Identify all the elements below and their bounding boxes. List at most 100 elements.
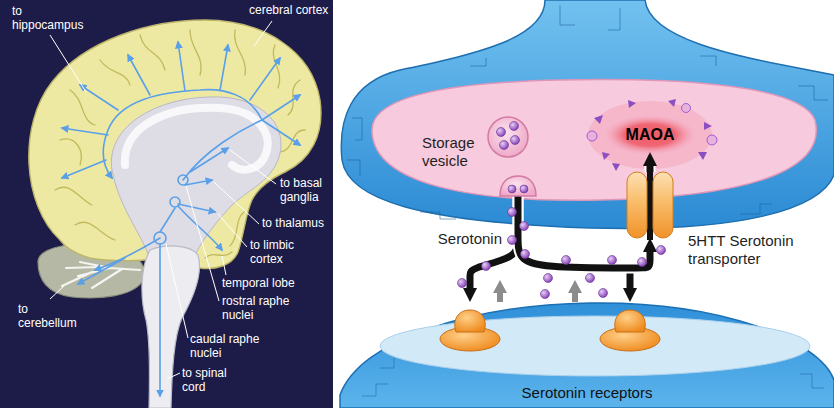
serotonin-projection — [185, 180, 212, 185]
serotonin-molecule — [508, 208, 517, 217]
cerebral-cortex — [29, 20, 321, 268]
medial-brain-region — [111, 97, 281, 258]
node-text: 5HTT Serotonin transporter — [688, 232, 806, 267]
raphe-nucleus — [154, 232, 166, 244]
cortex-gyri — [60, 139, 81, 165]
serotonin-molecule — [521, 250, 530, 259]
storage-vesicle — [488, 117, 528, 157]
postsynaptic-cell — [455, 310, 485, 332]
degraded-serotonin — [682, 104, 691, 113]
region-label: to cerebellum — [18, 302, 84, 330]
leader-line — [186, 186, 219, 301]
cortex-gyri — [190, 30, 201, 75]
serotonin-projection — [95, 238, 160, 270]
serotonin-molecule — [520, 222, 529, 231]
connector-halo — [645, 166, 656, 172]
storage-vesicle — [520, 185, 528, 193]
leader-line — [50, 35, 86, 92]
medial-brain-region — [111, 97, 281, 258]
region-label: to basal ganglia — [280, 176, 330, 204]
serotonin-projection — [220, 45, 228, 90]
serotonin-projection — [262, 95, 300, 120]
serotonin-projection — [80, 85, 118, 110]
postsynaptic-cell — [615, 310, 645, 332]
left-panel-ground — [0, 0, 333, 408]
leader-line — [218, 214, 247, 247]
serotonin-transporter — [653, 172, 673, 238]
node-text: MAOA — [626, 126, 675, 145]
presynaptic-terminal — [372, 80, 816, 201]
maoa-enzyme — [604, 115, 696, 155]
presynaptic-terminal — [341, 0, 834, 228]
node-text: Serotonin receptors — [522, 384, 653, 402]
enzyme-node: MAOA — [614, 118, 686, 152]
serotonin-transporter — [627, 172, 647, 238]
leader-line — [50, 21, 276, 379]
serotonin-molecule — [608, 256, 617, 265]
serotonin-projection — [178, 206, 222, 250]
cortex-gyri — [235, 30, 246, 75]
degraded-serotonin — [628, 100, 636, 108]
region-label: caudal raphe nuclei — [190, 332, 266, 360]
region-label: temporal lobe — [222, 276, 295, 290]
released-serotonin-arrow — [572, 292, 578, 302]
storage-vesicle — [510, 122, 519, 131]
leader-line — [230, 150, 276, 184]
serotonin-molecule — [562, 256, 571, 265]
maoa-halo — [588, 101, 712, 169]
serotonin-transporter — [627, 172, 673, 238]
released-serotonin-arrow — [493, 280, 507, 293]
serotonin-molecule — [544, 274, 553, 283]
region-label: to spinal cord — [182, 366, 240, 394]
storage-vesicle — [500, 141, 509, 150]
raphe-nucleus — [170, 197, 180, 207]
cortex-gyri — [205, 252, 232, 258]
leader-line — [254, 21, 272, 46]
cerebellum — [62, 262, 140, 288]
serotonin-projection — [62, 128, 108, 135]
vesicle-node: Storage vesicle — [420, 112, 538, 196]
connector-line — [647, 166, 654, 172]
raphe-nucleus — [154, 175, 188, 244]
region-label: to hippocampus — [12, 4, 88, 32]
serotonin-projection — [190, 148, 228, 172]
cortex-gyri — [100, 60, 130, 85]
degraded-serotonin — [704, 122, 712, 130]
storage-vesicle — [508, 185, 516, 193]
cerebral-cortex — [29, 20, 321, 268]
serotonin-molecule — [482, 262, 491, 271]
serotonin-projection — [128, 55, 150, 95]
degraded-serotonin — [668, 99, 676, 107]
transporter-node: 5HTT Serotonin transporter — [626, 172, 674, 238]
storage-vesicle — [497, 122, 529, 194]
region-label: cerebral cortex — [249, 3, 328, 17]
region-label: to thalamus — [262, 216, 324, 230]
raphe-nucleus — [178, 175, 188, 185]
storage-vesicle — [500, 176, 536, 196]
degraded-serotonin — [612, 163, 620, 171]
serotonin-molecule — [638, 258, 647, 267]
serotonin-molecule — [657, 246, 666, 255]
flow-arrow — [650, 166, 651, 172]
leader-line — [166, 244, 188, 338]
serotonin-projection — [62, 160, 106, 178]
leader-line — [50, 286, 64, 299]
region-label: rostral raphe nuclei — [222, 294, 296, 322]
reuptake-arrow — [647, 170, 653, 240]
cortex-gyri — [140, 35, 165, 70]
medial-brain-region — [125, 108, 268, 170]
serotonin-projection — [160, 208, 175, 232]
degraded-serotonin — [698, 152, 707, 160]
released-serotonin-arrow — [493, 280, 582, 302]
postsynaptic-cell — [340, 303, 834, 408]
maoa-enzyme — [604, 115, 696, 155]
serotonin-molecule — [599, 289, 608, 298]
postsynaptic-cell — [380, 316, 810, 376]
cortex-gyri — [55, 187, 92, 205]
serotonin-projection — [103, 90, 262, 180]
released-serotonin-arrow — [568, 280, 582, 293]
storage-vesicle — [511, 136, 520, 145]
degraded-serotonin — [587, 131, 597, 141]
serotonin-projection — [159, 244, 161, 396]
